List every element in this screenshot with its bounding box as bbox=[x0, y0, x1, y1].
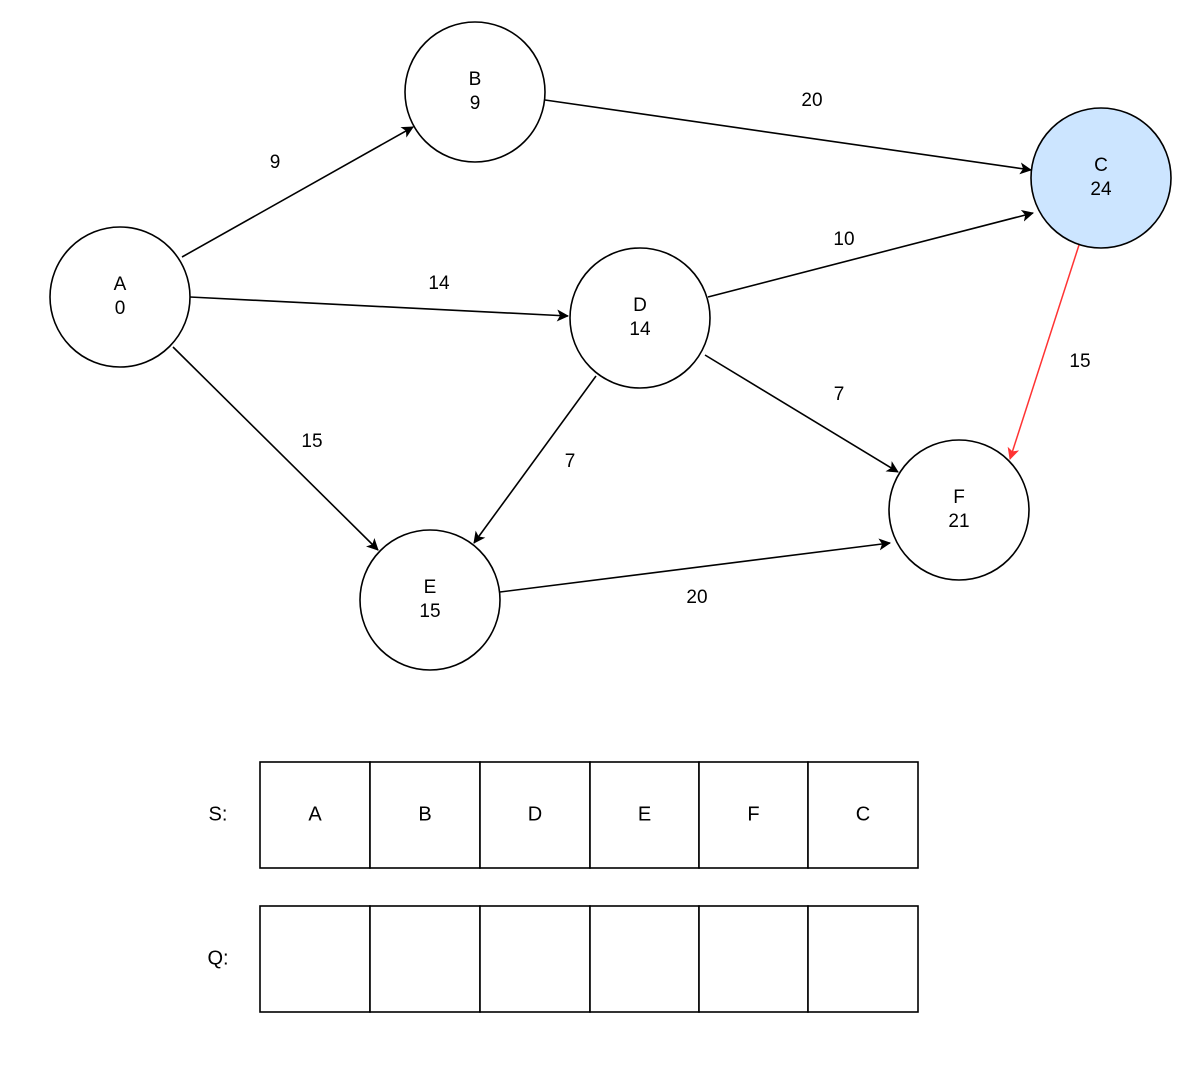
edge-weight-d-c: 10 bbox=[833, 229, 854, 250]
row-s-cell-text-4: F bbox=[747, 803, 759, 825]
node-distance-b: 9 bbox=[470, 93, 481, 114]
edge-d-e bbox=[473, 375, 597, 544]
node-circle-b bbox=[404, 21, 546, 163]
sets-table: S: A B D E F C Q: bbox=[207, 761, 919, 1013]
edge-weight-a-b: 9 bbox=[270, 152, 281, 173]
row-q-cell-4 bbox=[698, 905, 809, 1013]
node-label-d: D bbox=[633, 295, 647, 316]
edge-weight-b-c: 20 bbox=[801, 90, 822, 111]
node-f: F 21 bbox=[888, 439, 1030, 581]
node-label-a: A bbox=[114, 274, 127, 295]
edge-c-f bbox=[1007, 244, 1080, 460]
row-q-cell-2 bbox=[479, 905, 591, 1013]
row-q: Q: bbox=[207, 905, 919, 1013]
node-e: E 15 bbox=[359, 529, 501, 671]
edge-d-c bbox=[707, 209, 1034, 298]
node-label-b: B bbox=[469, 69, 482, 90]
node-d: D 14 bbox=[569, 247, 711, 389]
node-a: A0 bbox=[49, 226, 191, 368]
row-s-cell-0 bbox=[259, 761, 371, 869]
edge-weight-e-f: 20 bbox=[686, 587, 707, 608]
edge-b-c bbox=[544, 99, 1032, 175]
node-circle-a bbox=[49, 226, 191, 368]
edge-e-f bbox=[499, 538, 891, 593]
node-label-f: F bbox=[953, 487, 965, 508]
edge-weight-d-f: 7 bbox=[834, 384, 845, 405]
row-s: S: A B D E F C bbox=[209, 761, 919, 869]
edge-weight-a-e: 15 bbox=[301, 431, 322, 452]
row-q-cell-1 bbox=[369, 905, 481, 1013]
row-s-cell-text-2: D bbox=[528, 803, 542, 825]
edge-weight-a-d: 14 bbox=[428, 273, 450, 294]
node-circle-f bbox=[888, 439, 1030, 581]
node-distance-f: 21 bbox=[948, 511, 969, 532]
row-q-cell-3 bbox=[589, 905, 700, 1013]
row-s-cell-1 bbox=[369, 761, 481, 869]
node-distance-a: 0 bbox=[115, 298, 126, 319]
node-circle-d bbox=[569, 247, 711, 389]
node-b: B9 bbox=[404, 21, 546, 163]
row-q-cell-0 bbox=[259, 905, 371, 1013]
row-s-cell-5 bbox=[807, 761, 919, 869]
node-label-e: E bbox=[424, 577, 437, 598]
row-q-cell-5 bbox=[807, 905, 919, 1013]
edge-labels-layer: 9 14 15 20 10 7 7 20 15 bbox=[270, 90, 1091, 608]
row-label-q: Q: bbox=[207, 947, 228, 969]
row-s-cell-text-1: B bbox=[418, 803, 431, 825]
node-distance-e: 15 bbox=[419, 601, 440, 622]
row-label-s: S: bbox=[209, 803, 228, 825]
edges-layer bbox=[172, 99, 1080, 593]
edge-weight-c-f: 15 bbox=[1069, 351, 1090, 372]
edge-weight-d-e: 7 bbox=[565, 451, 576, 472]
node-distance-c: 24 bbox=[1090, 179, 1112, 200]
edge-a-b bbox=[181, 126, 414, 258]
node-circle-e bbox=[359, 529, 501, 671]
node-distance-d: 14 bbox=[629, 319, 651, 340]
row-s-cell-text-5: C bbox=[856, 803, 870, 825]
row-s-cell-text-0: A bbox=[308, 803, 322, 825]
edge-d-f bbox=[704, 354, 899, 473]
node-c: C 24 bbox=[1030, 107, 1172, 249]
row-s-cell-2 bbox=[479, 761, 591, 869]
edge-a-e bbox=[172, 346, 379, 551]
node-label-c: C bbox=[1094, 155, 1108, 176]
row-s-cell-text-3: E bbox=[638, 803, 651, 825]
node-circle-c bbox=[1030, 107, 1172, 249]
edge-a-d bbox=[189, 296, 569, 322]
